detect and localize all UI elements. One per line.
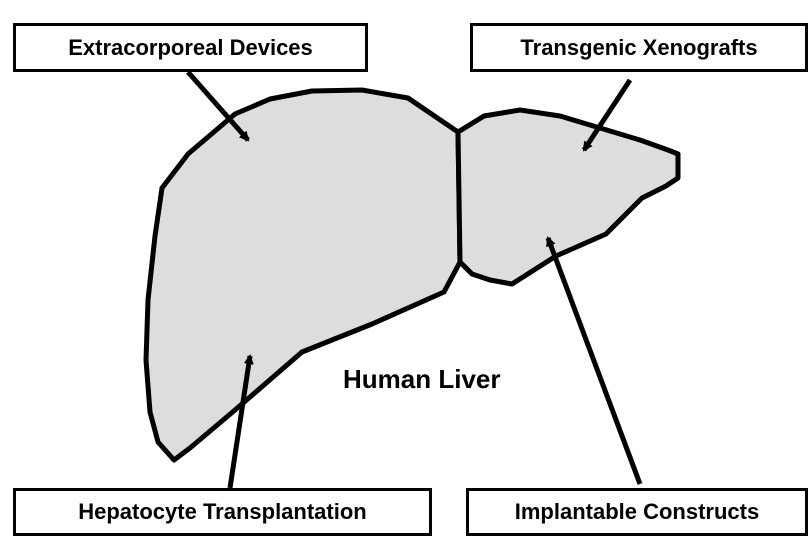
label-transgenic-xenografts: Transgenic Xenografts bbox=[470, 23, 808, 72]
arrow-implantable-constructs bbox=[548, 238, 640, 484]
center-label-human-liver: Human Liver bbox=[343, 364, 501, 395]
liver-right-lobe bbox=[146, 90, 460, 460]
liver-left-lobe bbox=[458, 110, 678, 284]
label-hepatocyte-transplantation: Hepatocyte Transplantation bbox=[13, 488, 432, 536]
label-extracorporeal-devices: Extracorporeal Devices bbox=[13, 23, 368, 72]
label-implantable-constructs: Implantable Constructs bbox=[466, 488, 808, 536]
